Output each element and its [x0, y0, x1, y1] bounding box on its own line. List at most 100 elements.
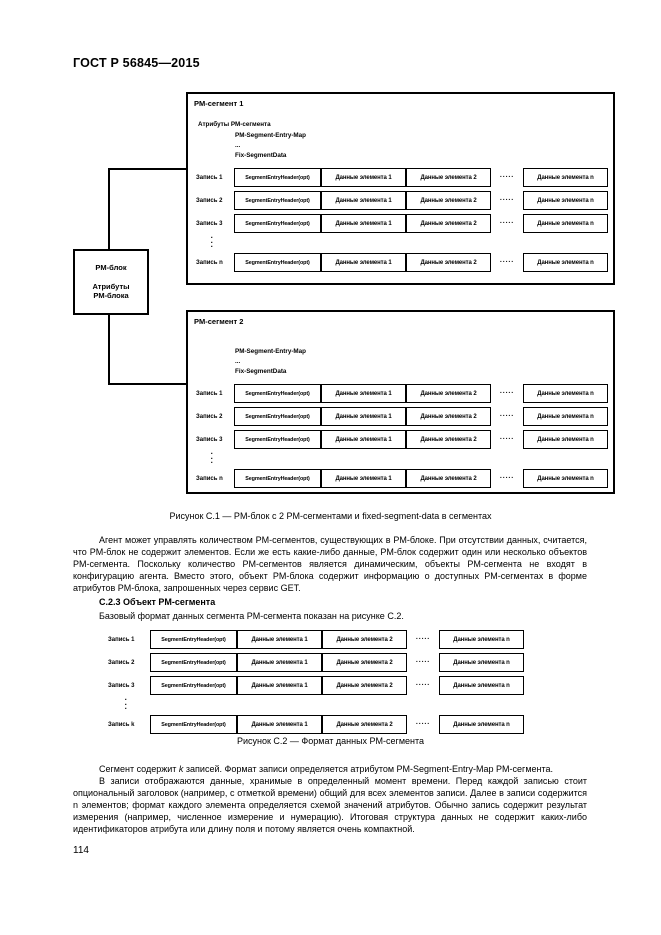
pm-segment-2-attr-line-2: Fix-SegmentData	[235, 368, 287, 375]
vertical-ellipsis: ···	[124, 695, 128, 713]
cell-element-n: Данные элемента n	[523, 191, 608, 210]
cell-element-1: Данные элемента 1	[321, 430, 406, 449]
pm-block-title: PM-блок	[95, 263, 127, 273]
paragraph-2: Базовый формат данных сегмента PM-сегмен…	[73, 610, 587, 622]
section-heading-c23: С.2.3 Объект PM-сегмента	[99, 597, 216, 607]
table-row: Запись 2 SegmentEntryHeader(opt) Данные …	[196, 407, 608, 426]
record-label: Запись 1	[196, 174, 223, 181]
cell-segment-entry-header: SegmentEntryHeader(opt)	[234, 407, 321, 426]
pm-segment-2-attr-line-0: PM-Segment-Entry-Map	[235, 348, 307, 355]
cell-element-1: Данные элемента 1	[321, 384, 406, 403]
cell-element-n: Данные элемента n	[523, 168, 608, 187]
pm-segment-1-box	[186, 92, 615, 285]
cell-element-n: Данные элемента n	[523, 469, 608, 488]
cell-element-2: Данные элемента 2	[406, 168, 491, 187]
paragraph-1-text: Агент может управлять количеством PM-сег…	[73, 535, 587, 594]
cell-element-2: Данные элемента 2	[406, 407, 491, 426]
cell-element-n: Данные элемента n	[439, 630, 524, 649]
cell-ellipsis: ·····	[499, 197, 515, 204]
cell-element-n: Данные элемента n	[523, 407, 608, 426]
connector-horizontal-seg1	[108, 168, 188, 170]
figure-c1-caption: Рисунок С.1 — PM-блок с 2 PM-сегментами …	[169, 511, 492, 521]
pm-segment-1-title: PM-сегмент 1	[194, 99, 244, 108]
table-row: Запись 3 SegmentEntryHeader(opt) Данные …	[196, 214, 608, 233]
cell-segment-entry-header: SegmentEntryHeader(opt)	[234, 168, 321, 187]
cell-element-2: Данные элемента 2	[322, 630, 407, 649]
cell-element-2: Данные элемента 2	[406, 214, 491, 233]
cell-ellipsis: ·····	[499, 436, 515, 443]
cell-element-2: Данные элемента 2	[322, 715, 407, 734]
cell-element-1: Данные элемента 1	[237, 653, 322, 672]
cell-element-n: Данные элемента n	[523, 214, 608, 233]
cell-element-n: Данные элемента n	[439, 653, 524, 672]
cell-segment-entry-header: SegmentEntryHeader(opt)	[150, 715, 237, 734]
table-row: Запись 3 SegmentEntryHeader(opt) Данные …	[196, 430, 608, 449]
cell-segment-entry-header: SegmentEntryHeader(opt)	[234, 214, 321, 233]
cell-ellipsis: ·····	[499, 174, 515, 181]
cell-ellipsis: ·····	[499, 259, 515, 266]
pm-segment-2-attr-line-1: ...	[235, 358, 241, 365]
cell-element-1: Данные элемента 1	[321, 168, 406, 187]
paragraph-3: Сегмент содержит k записей. Формат запис…	[73, 763, 587, 775]
pm-segment-1-attr-line-1: ...	[235, 142, 241, 149]
record-label: Запись 3	[108, 682, 135, 689]
vertical-ellipsis: ···	[210, 233, 214, 251]
cell-segment-entry-header: SegmentEntryHeader(opt)	[234, 469, 321, 488]
table-row: Запись 1 SegmentEntryHeader(opt) Данные …	[196, 384, 608, 403]
connector-vertical-seg2	[108, 311, 110, 384]
paragraph-3-text-a: Сегмент содержит	[99, 764, 179, 774]
table-row: Запись n SegmentEntryHeader(opt) Данные …	[196, 469, 608, 488]
pm-segment-1-attr-line-0: PM-Segment-Entry-Map	[235, 132, 307, 139]
pm-block-attrs-line2: PM-блока	[93, 291, 129, 301]
cell-element-2: Данные элемента 2	[406, 253, 491, 272]
cell-ellipsis: ·····	[499, 413, 515, 420]
record-label: Запись 2	[196, 413, 223, 420]
cell-ellipsis: ·····	[499, 390, 515, 397]
cell-segment-entry-header: SegmentEntryHeader(opt)	[234, 384, 321, 403]
cell-element-1: Данные элемента 1	[321, 253, 406, 272]
cell-element-2: Данные элемента 2	[406, 191, 491, 210]
pm-block-attrs-line1: Атрибуты	[92, 282, 130, 292]
figure-c1: PM-блок Атрибуты PM-блока PM-сегмент 1 А…	[0, 88, 661, 508]
document-header: ГОСТ Р 56845—2015	[73, 56, 200, 70]
pm-block-box: PM-блок Атрибуты PM-блока	[73, 249, 149, 315]
cell-ellipsis: ·····	[415, 721, 431, 728]
vertical-ellipsis: ···	[210, 449, 214, 467]
paragraph-3-italic-k: k	[178, 764, 184, 774]
cell-ellipsis: ·····	[415, 636, 431, 643]
cell-segment-entry-header: SegmentEntryHeader(opt)	[150, 630, 237, 649]
table-row: Запись k SegmentEntryHeader(opt) Данные …	[108, 715, 524, 734]
cell-ellipsis: ·····	[499, 220, 515, 227]
paragraph-3-text-b: записей. Формат записи определяется атри…	[183, 764, 554, 774]
pm-segment-1-attr-head: Атрибуты PM-сегмента	[198, 121, 271, 128]
paragraph-4: В записи отображаются данные, хранимые в…	[73, 775, 587, 835]
table-row: Запись n SegmentEntryHeader(opt) Данные …	[196, 253, 608, 272]
cell-element-1: Данные элемента 1	[237, 676, 322, 695]
cell-segment-entry-header: SegmentEntryHeader(opt)	[234, 253, 321, 272]
paragraph-1: Агент может управлять количеством PM-сег…	[73, 534, 587, 594]
cell-element-2: Данные элемента 2	[406, 384, 491, 403]
cell-segment-entry-header: SegmentEntryHeader(opt)	[234, 430, 321, 449]
cell-segment-entry-header: SegmentEntryHeader(opt)	[150, 676, 237, 695]
cell-element-2: Данные элемента 2	[322, 653, 407, 672]
pm-segment-2-title: PM-сегмент 2	[194, 317, 244, 326]
record-label: Запись 1	[196, 390, 223, 397]
cell-ellipsis: ·····	[499, 475, 515, 482]
cell-element-n: Данные элемента n	[523, 253, 608, 272]
figure-c2: Запись 1 SegmentEntryHeader(opt) Данные …	[0, 630, 661, 740]
record-label: Запись 2	[108, 659, 135, 666]
connector-horizontal-seg2	[108, 383, 188, 385]
record-label: Запись 1	[108, 636, 135, 643]
cell-ellipsis: ·····	[415, 659, 431, 666]
cell-element-n: Данные элемента n	[439, 676, 524, 695]
pm-segment-1-attr-line-2: Fix-SegmentData	[235, 152, 287, 159]
record-label: Запись n	[196, 475, 223, 482]
table-row: Запись 1 SegmentEntryHeader(opt) Данные …	[108, 630, 524, 649]
record-label: Запись 3	[196, 436, 223, 443]
cell-ellipsis: ·····	[415, 682, 431, 689]
cell-element-1: Данные элемента 1	[321, 407, 406, 426]
table-row: Запись 1 SegmentEntryHeader(opt) Данные …	[196, 168, 608, 187]
cell-element-1: Данные элемента 1	[237, 630, 322, 649]
connector-vertical-main	[108, 168, 110, 250]
